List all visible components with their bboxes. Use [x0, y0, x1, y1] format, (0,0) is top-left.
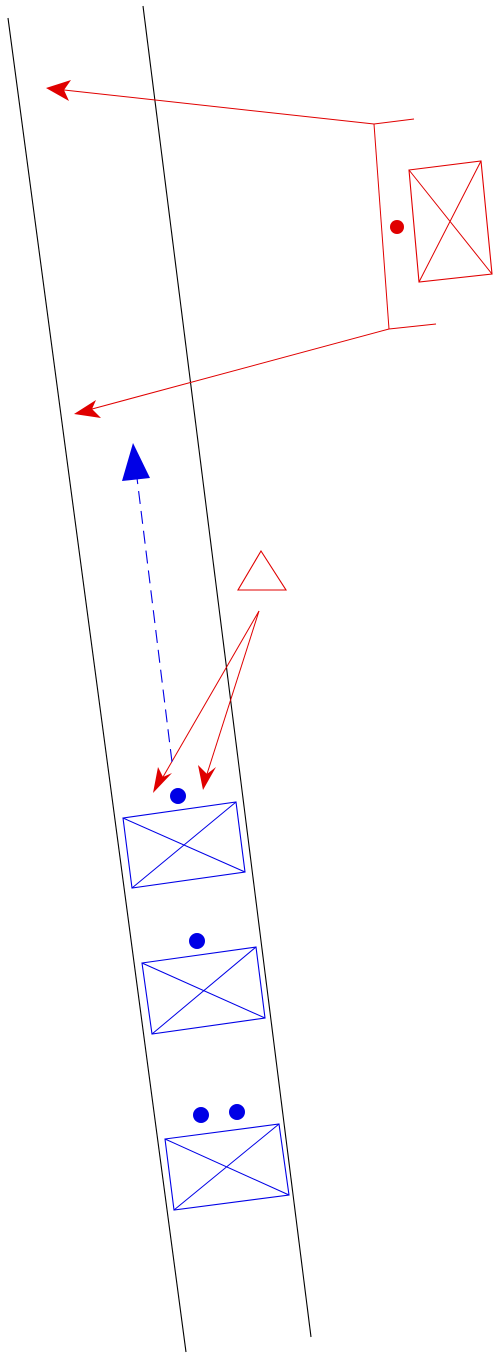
- road-left-edge: [7, 17, 187, 1353]
- own-vehicle-rear: [164, 1104, 290, 1211]
- travel-direction-arrow: [122, 443, 173, 763]
- road-right-edge: [142, 5, 312, 1338]
- own-vehicle-middle: [141, 933, 266, 1035]
- vehicle-middle-icon: [141, 946, 266, 1035]
- rear-occupant-marker-right: [229, 1104, 245, 1120]
- other-path-arrow-upper: [46, 80, 375, 125]
- lead-occupant-marker: [170, 788, 186, 804]
- own-vehicle-lead: [122, 788, 246, 889]
- other-vehicle-group: [46, 80, 493, 418]
- triangle-impact-arrow-left: [153, 610, 260, 793]
- vehicle-lead-icon: [122, 801, 246, 889]
- warning-triangle-icon: [237, 549, 288, 591]
- other-path-arrow-lower: [74, 328, 390, 418]
- other-vehicle-icon: [408, 160, 493, 283]
- triangle-impact-arrow-right: [198, 610, 260, 790]
- vehicle-rear-icon: [164, 1123, 290, 1211]
- middle-occupant-marker: [189, 933, 205, 949]
- warning-triangle-group: [153, 549, 288, 793]
- other-occupant-marker: [390, 220, 404, 234]
- rear-occupant-marker-left: [193, 1107, 209, 1123]
- other-path-bracket: [373, 118, 437, 330]
- dashed-arrow-icon: [122, 443, 150, 481]
